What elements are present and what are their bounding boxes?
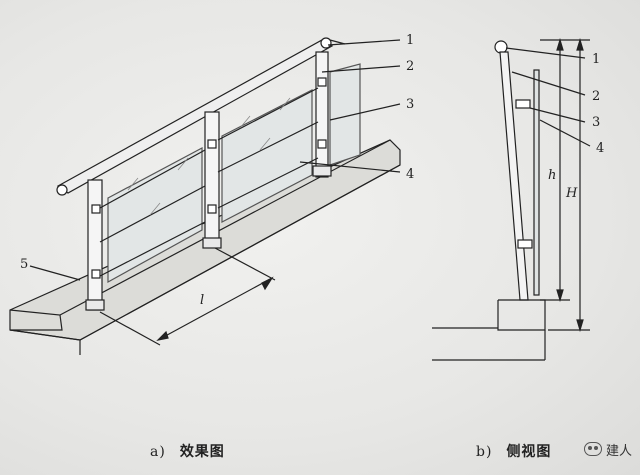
watermark: 建人 — [583, 438, 632, 460]
dimension-length-label: l — [200, 293, 205, 308]
watermark-text: 建人 — [605, 443, 632, 459]
caption-left-letter: a) — [150, 444, 166, 460]
callout-left-2: 2 — [406, 59, 415, 74]
caption-right: b) 侧视图 — [476, 441, 551, 461]
callout-right-1: 1 — [592, 52, 601, 67]
caption-right-title: 侧视图 — [506, 444, 552, 460]
callout-right-2: 2 — [592, 89, 601, 104]
callout-right-3: 3 — [592, 115, 601, 130]
caption-left: a) 效果图 — [150, 441, 225, 461]
caption-right-letter: b) — [476, 444, 493, 460]
callout-right-4: 4 — [596, 141, 605, 156]
wechat-icon — [583, 442, 602, 456]
callout-left-4: 4 — [406, 167, 415, 182]
callout-left-5: 5 — [20, 257, 29, 272]
dimension-total-height-label: H — [566, 186, 578, 201]
caption-left-title: 效果图 — [179, 444, 225, 460]
dimension-inner-height-label: h — [548, 168, 557, 183]
callout-left-3: 3 — [406, 97, 415, 112]
callout-left-1: 1 — [406, 33, 415, 48]
